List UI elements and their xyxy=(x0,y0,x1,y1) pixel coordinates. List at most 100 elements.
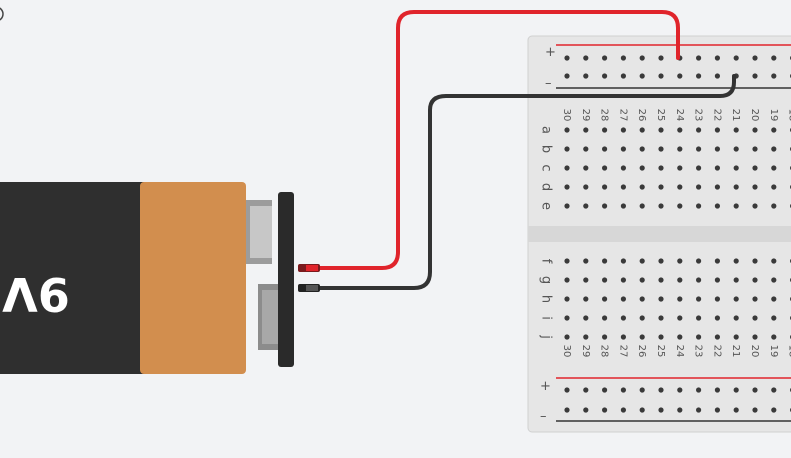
hole-row-a[interactable] xyxy=(602,127,608,133)
hole-row-i[interactable] xyxy=(696,315,702,321)
hole-row-j[interactable] xyxy=(658,334,664,340)
hole-row-c[interactable] xyxy=(602,165,608,171)
hole-row-h[interactable] xyxy=(771,296,777,302)
hole-row-c[interactable] xyxy=(620,165,627,171)
hole-row-d[interactable] xyxy=(714,184,721,190)
hole-row-b[interactable] xyxy=(677,146,683,152)
bottom-plus-rail-hole[interactable] xyxy=(733,387,739,393)
hole-row-b[interactable] xyxy=(752,146,758,152)
hole-row-i[interactable] xyxy=(752,315,758,321)
hole-row-a[interactable] xyxy=(658,127,664,133)
bottom-plus-rail-hole[interactable] xyxy=(602,387,608,393)
hole-row-b[interactable] xyxy=(714,146,721,152)
bottom-plus-rail-hole[interactable] xyxy=(564,387,570,393)
hole-row-g[interactable] xyxy=(714,277,721,283)
top-plus-rail-hole[interactable] xyxy=(639,55,645,61)
hole-row-h[interactable] xyxy=(602,296,608,302)
hole-row-b[interactable] xyxy=(639,146,645,152)
top-minus-rail-hole[interactable] xyxy=(583,73,589,79)
black-wire[interactable] xyxy=(316,74,736,290)
top-minus-rail-hole[interactable] xyxy=(564,73,570,79)
hole-row-c[interactable] xyxy=(752,165,758,171)
hole-row-a[interactable] xyxy=(639,127,645,133)
hole-row-g[interactable] xyxy=(677,277,683,283)
hole-row-g[interactable] xyxy=(583,277,589,283)
hole-row-h[interactable] xyxy=(714,296,721,302)
hole-row-d[interactable] xyxy=(620,184,627,190)
hole-row-a[interactable] xyxy=(714,127,721,133)
hole-row-i[interactable] xyxy=(677,315,683,321)
top-minus-rail-hole[interactable] xyxy=(602,73,608,79)
hole-row-j[interactable] xyxy=(696,334,702,340)
hole-row-e[interactable] xyxy=(714,203,721,209)
hole-row-j[interactable] xyxy=(733,334,739,340)
bottom-plus-rail-hole[interactable] xyxy=(771,387,777,393)
hole-row-h[interactable] xyxy=(639,296,645,302)
hole-row-b[interactable] xyxy=(658,146,664,152)
hole-row-f[interactable] xyxy=(639,258,645,264)
bottom-minus-rail-hole[interactable] xyxy=(639,407,645,413)
hole-row-d[interactable] xyxy=(639,184,645,190)
bottom-plus-rail-hole[interactable] xyxy=(696,387,702,393)
hole-row-d[interactable] xyxy=(583,184,589,190)
hole-row-e[interactable] xyxy=(677,203,683,209)
top-minus-rail-hole[interactable] xyxy=(714,73,721,79)
hole-row-h[interactable] xyxy=(620,296,627,302)
hole-row-j[interactable] xyxy=(771,334,777,340)
hole-row-j[interactable] xyxy=(639,334,645,340)
hole-row-i[interactable] xyxy=(639,315,645,321)
top-plus-rail-hole[interactable] xyxy=(733,55,739,61)
hole-row-d[interactable] xyxy=(602,184,608,190)
hole-row-a[interactable] xyxy=(733,127,739,133)
top-plus-rail-hole[interactable] xyxy=(583,55,589,61)
hole-row-e[interactable] xyxy=(733,203,739,209)
hole-row-c[interactable] xyxy=(733,165,739,171)
hole-row-j[interactable] xyxy=(714,334,721,340)
bottom-minus-rail-hole[interactable] xyxy=(752,407,758,413)
bottom-plus-rail-hole[interactable] xyxy=(658,387,664,393)
hole-row-j[interactable] xyxy=(677,334,683,340)
bottom-minus-rail-hole[interactable] xyxy=(564,407,570,413)
hole-row-h[interactable] xyxy=(696,296,702,302)
hole-row-c[interactable] xyxy=(564,165,570,171)
hole-row-f[interactable] xyxy=(733,258,739,264)
hole-row-g[interactable] xyxy=(639,277,645,283)
top-minus-rail-hole[interactable] xyxy=(696,73,702,79)
hole-row-d[interactable] xyxy=(677,184,683,190)
bottom-plus-rail-hole[interactable] xyxy=(714,387,721,393)
hole-row-e[interactable] xyxy=(658,203,664,209)
top-minus-rail-hole[interactable] xyxy=(771,73,777,79)
top-minus-rail-hole[interactable] xyxy=(677,73,683,79)
hole-row-f[interactable] xyxy=(564,258,570,264)
hole-row-b[interactable] xyxy=(696,146,702,152)
hole-row-c[interactable] xyxy=(639,165,645,171)
bottom-minus-rail-hole[interactable] xyxy=(714,407,721,413)
hole-row-h[interactable] xyxy=(677,296,683,302)
hole-row-i[interactable] xyxy=(714,315,721,321)
hole-row-f[interactable] xyxy=(602,258,608,264)
hole-row-a[interactable] xyxy=(677,127,683,133)
bottom-minus-rail-hole[interactable] xyxy=(733,407,739,413)
bottom-minus-rail-hole[interactable] xyxy=(658,407,664,413)
hole-row-d[interactable] xyxy=(771,184,777,190)
hole-row-h[interactable] xyxy=(564,296,570,302)
bottom-minus-rail-hole[interactable] xyxy=(696,407,702,413)
breadboard-holes[interactable] xyxy=(564,55,791,413)
hole-row-i[interactable] xyxy=(733,315,739,321)
hole-row-i[interactable] xyxy=(620,315,627,321)
top-plus-rail-hole[interactable] xyxy=(658,55,664,61)
hole-row-i[interactable] xyxy=(658,315,664,321)
top-minus-rail-hole[interactable] xyxy=(752,73,758,79)
hole-row-j[interactable] xyxy=(564,334,570,340)
hole-row-b[interactable] xyxy=(602,146,608,152)
hole-row-f[interactable] xyxy=(658,258,664,264)
hole-row-c[interactable] xyxy=(658,165,664,171)
hole-row-e[interactable] xyxy=(564,203,570,209)
hole-row-b[interactable] xyxy=(564,146,570,152)
hole-row-f[interactable] xyxy=(677,258,683,264)
top-plus-rail-hole[interactable] xyxy=(564,55,570,61)
top-minus-rail-hole[interactable] xyxy=(620,73,627,79)
hole-row-g[interactable] xyxy=(733,277,739,283)
hole-row-a[interactable] xyxy=(564,127,570,133)
